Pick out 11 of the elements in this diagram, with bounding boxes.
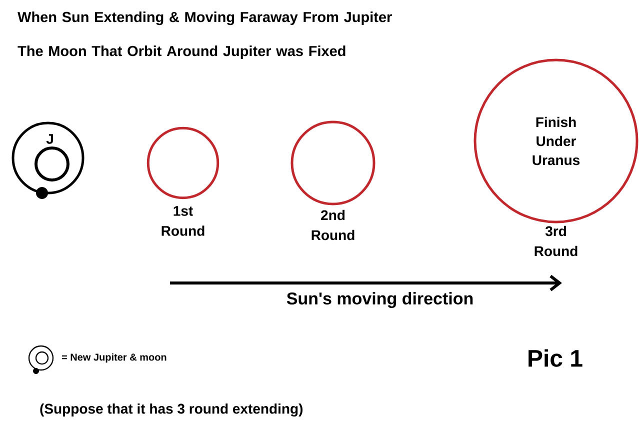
legend-text: = New Jupiter & moon <box>62 353 166 363</box>
orbit-circle <box>290 120 376 206</box>
figure-label: Pic 1 <box>528 349 582 367</box>
jupiter-drawing: J <box>12 122 84 199</box>
round-label: 2nd Round <box>312 210 354 240</box>
round-label: 3rd Round <box>534 226 578 256</box>
arrow-label: Sun's moving direction <box>286 292 473 308</box>
note: (Suppose that it has 3 round extending) <box>40 403 303 417</box>
title: When Sun Extending & Moving Faraway From Jupiter The Moon That Orbit Around Jupiter was Fixed <box>18 12 392 60</box>
round-label: 1st Round <box>162 206 204 236</box>
orbit-circle <box>146 126 220 200</box>
